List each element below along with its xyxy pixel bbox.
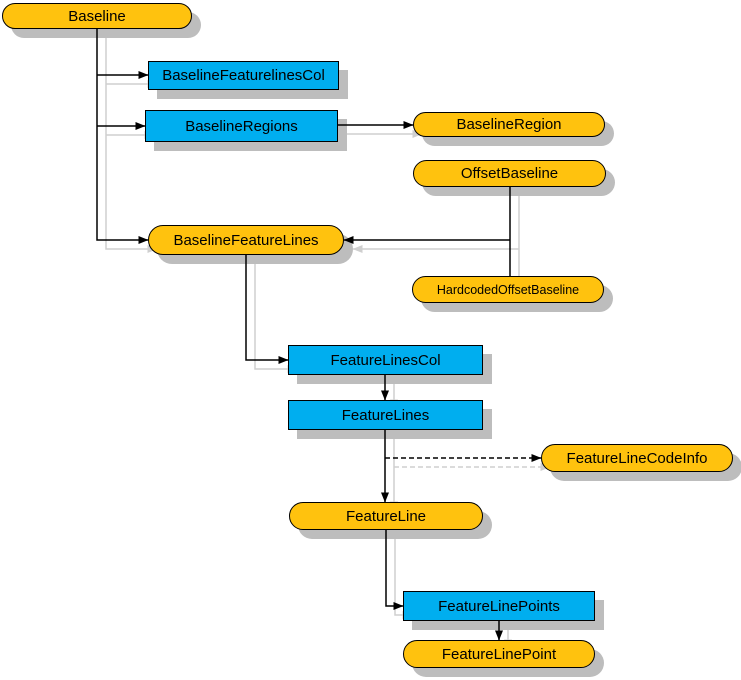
node-baseline[interactable]: Baseline <box>2 3 192 29</box>
edge-baselinefeaturelines-featurelinescol-shadow <box>254 264 298 373</box>
edge-baseline-baselinefeaturelines <box>96 29 149 244</box>
edge-featureline-featurelinepoints <box>385 530 404 610</box>
node-baselineregions[interactable]: BaselineRegions <box>145 110 338 142</box>
node-featurelinepoints[interactable]: FeatureLinePoints <box>403 591 595 621</box>
node-baselinefeaturelinescol[interactable]: BaselineFeaturelinesCol <box>148 61 339 90</box>
node-featurelines[interactable]: FeatureLines <box>288 400 483 430</box>
node-featurelinecodeinfo[interactable]: FeatureLineCodeInfo <box>541 444 733 472</box>
node-baselinefeaturelines[interactable]: BaselineFeatureLines <box>148 225 344 255</box>
node-featurelinescol[interactable]: FeatureLinesCol <box>288 345 483 375</box>
node-featurelinepoint[interactable]: FeatureLinePoint <box>403 640 595 668</box>
node-offsetbaseline[interactable]: OffsetBaseline <box>413 160 606 187</box>
node-hardcodedoffsetbaseline[interactable]: HardcodedOffsetBaseline <box>412 276 604 303</box>
node-featureline[interactable]: FeatureLine <box>289 502 483 530</box>
edge-baseline-baselinefeaturelines-shadow <box>105 38 158 253</box>
edge-baselinefeaturelines-featurelinescol <box>245 255 289 364</box>
connectors <box>96 29 542 641</box>
node-baselineregion[interactable]: BaselineRegion <box>413 112 605 137</box>
